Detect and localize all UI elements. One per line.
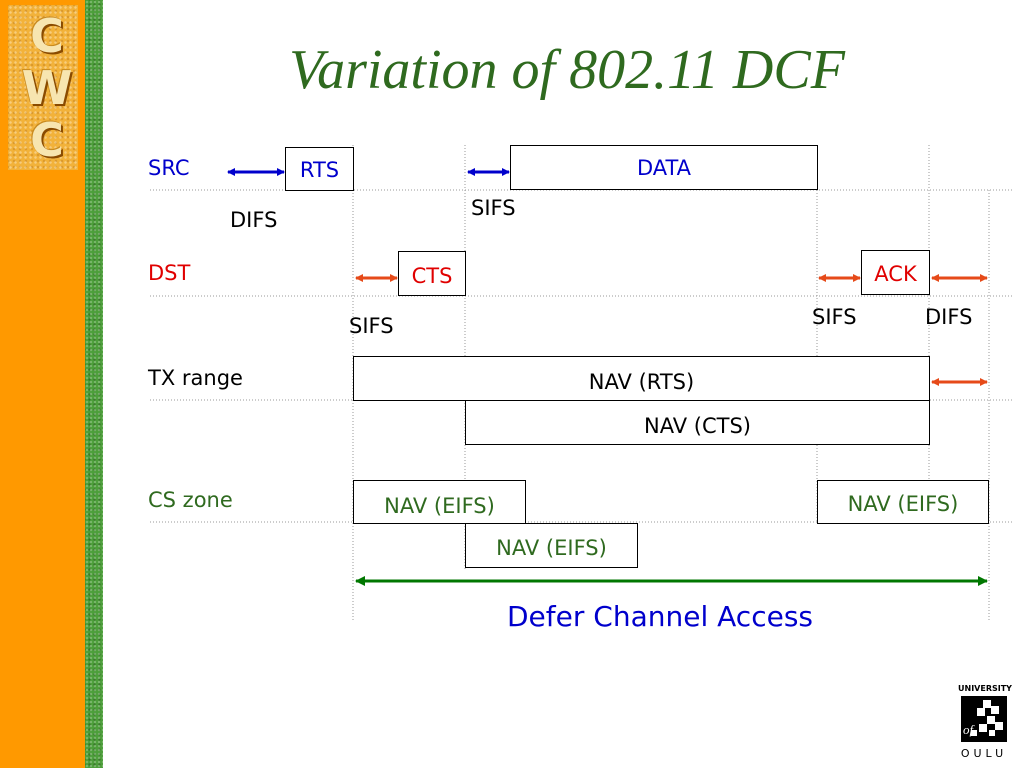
nav-eifs-frame-2: NAV (EIFS): [465, 523, 638, 568]
difs-label-dst: DIFS: [925, 305, 973, 329]
nav-rts-frame: NAV (RTS): [353, 356, 930, 401]
row-label-cs-zone: CS zone: [148, 488, 233, 512]
ack-frame: ACK: [861, 250, 930, 295]
oulu-logo: UNIVERSITY of OULU: [958, 684, 1012, 766]
sifs-label-dst-2: SIFS: [812, 305, 857, 329]
oulu-text: OULU: [960, 747, 1008, 760]
data-frame: DATA: [510, 145, 818, 190]
logo-letter-w: W: [21, 61, 73, 115]
oulu-of-text: of: [963, 722, 974, 737]
defer-channel-access-label: Defer Channel Access: [507, 600, 813, 633]
row-label-dst: DST: [148, 261, 191, 285]
sifs-label-dst-1: SIFS: [349, 314, 394, 338]
difs-label-src: DIFS: [230, 208, 278, 232]
row-label-src: SRC: [148, 156, 190, 180]
logo-letter-c1: C: [30, 9, 64, 63]
sidebar-pattern: [85, 0, 103, 768]
nav-eifs-frame-3: NAV (EIFS): [817, 480, 989, 524]
cwc-logo: C W C: [8, 5, 78, 170]
nav-eifs-frame-1: NAV (EIFS): [353, 480, 526, 524]
slide-title: Variation of 802.11 DCF: [289, 39, 845, 101]
logo-letter-c2: C: [30, 113, 64, 167]
cts-frame: CTS: [398, 251, 466, 296]
nav-cts-frame: NAV (CTS): [465, 400, 930, 445]
oulu-university-text: UNIVERSITY: [958, 684, 1012, 693]
oulu-emblem-icon: of: [961, 696, 1007, 742]
rts-frame: RTS: [285, 147, 354, 191]
sifs-label-src: SIFS: [471, 196, 516, 220]
row-label-tx-range: TX range: [148, 366, 243, 390]
